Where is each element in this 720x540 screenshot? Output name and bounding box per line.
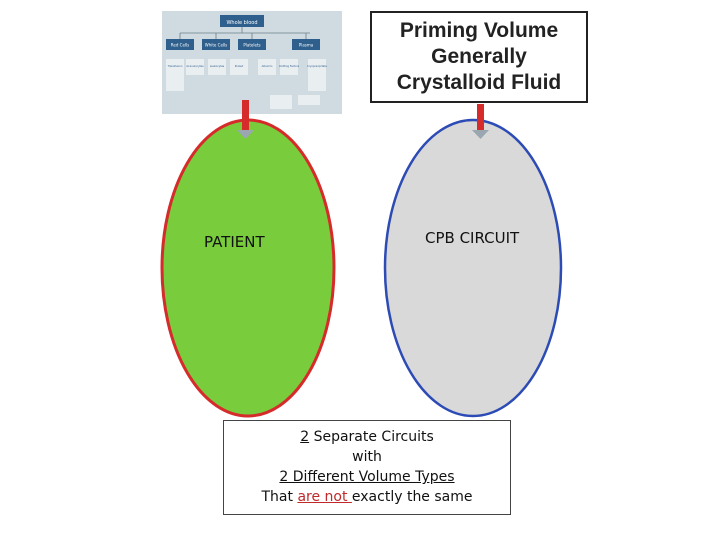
arrow-to-patient — [237, 100, 254, 139]
thumb-sub-label: Pooled — [235, 64, 244, 68]
thumb-sub-label: Clotting Factors — [279, 64, 300, 68]
thumb-sub-label: Leukocytes — [210, 64, 225, 68]
patient-oval — [160, 118, 336, 418]
thumb-sub-node — [166, 59, 184, 91]
thumb-title-node — [220, 15, 264, 27]
thumb-category-label: Plasma — [299, 43, 314, 48]
priming-line-2: Generally — [431, 45, 527, 68]
summary-line-2: with — [352, 449, 382, 465]
summary-line-4a: That — [261, 489, 298, 505]
patient-label: PATIENT — [204, 233, 265, 251]
priming-line-1: Priming Volume — [399, 19, 559, 42]
arrow-to-cpb — [472, 104, 489, 139]
thumb-sub-node — [186, 59, 204, 75]
thumb-category-node — [166, 39, 194, 50]
thumb-category-label: Platelets — [243, 43, 260, 48]
thumb-category-node — [202, 39, 230, 50]
thumb-sub-node — [258, 59, 276, 75]
whole-blood-diagram-thumbnail: Whole blood Red Cells White Cells Platelet… — [162, 11, 342, 114]
thumb-title: Whole blood — [226, 20, 257, 26]
summary-emphasis: are not — [297, 489, 352, 505]
thumb-category-node — [238, 39, 266, 50]
thumb-sub-label: Cryoprecipitate — [307, 64, 327, 68]
thumb-category-label: Red Cells — [171, 43, 189, 48]
thumb-sub-node — [208, 59, 226, 75]
cpb-circuit-label: CPB CIRCUIT — [425, 229, 520, 247]
thumb-sub-node — [308, 59, 326, 91]
summary-count-1: 2 — [300, 429, 310, 445]
thumb-sub-label: Granulocytes — [186, 64, 204, 68]
summary-line-3: 2 Different Volume Types — [279, 469, 455, 485]
summary-line-4c: exactly the same — [351, 489, 473, 505]
thumb-sub-label: Transfusion — [168, 64, 183, 68]
summary-line-1: 2 Separate Circuits — [224, 427, 510, 447]
cpb-circuit-oval — [383, 118, 563, 418]
summary-box: 2 Separate Circuits with 2 Different Vol… — [223, 420, 511, 515]
thumb-category-node — [292, 39, 320, 50]
thumb-sub-node — [280, 59, 298, 75]
thumb-sub-node — [230, 59, 248, 75]
priming-volume-box: Priming Volume Generally Crystalloid Flu… — [370, 11, 588, 103]
thumb-category-label: White Cells — [205, 43, 227, 48]
summary-line-4: That are not exactly the same — [224, 487, 510, 507]
summary-line-1-text: Separate Circuits — [309, 429, 434, 445]
priming-line-3: Crystalloid Fluid — [396, 71, 562, 94]
thumb-sub-label: Albumin — [262, 64, 273, 68]
